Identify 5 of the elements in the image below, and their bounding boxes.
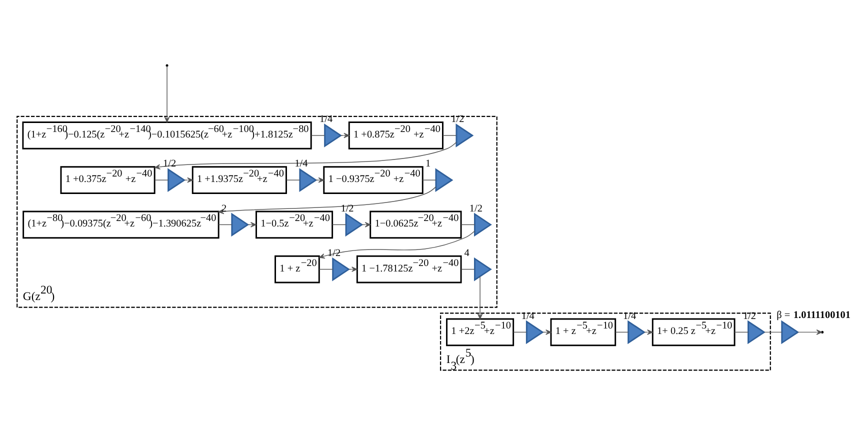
node-label: β = 1.0111100101 [776, 310, 851, 321]
node-label: 1/2 [340, 202, 354, 214]
node-label: 1 [426, 158, 431, 170]
node-label: 4 [464, 247, 470, 258]
node-label: 1/2 [469, 202, 483, 214]
